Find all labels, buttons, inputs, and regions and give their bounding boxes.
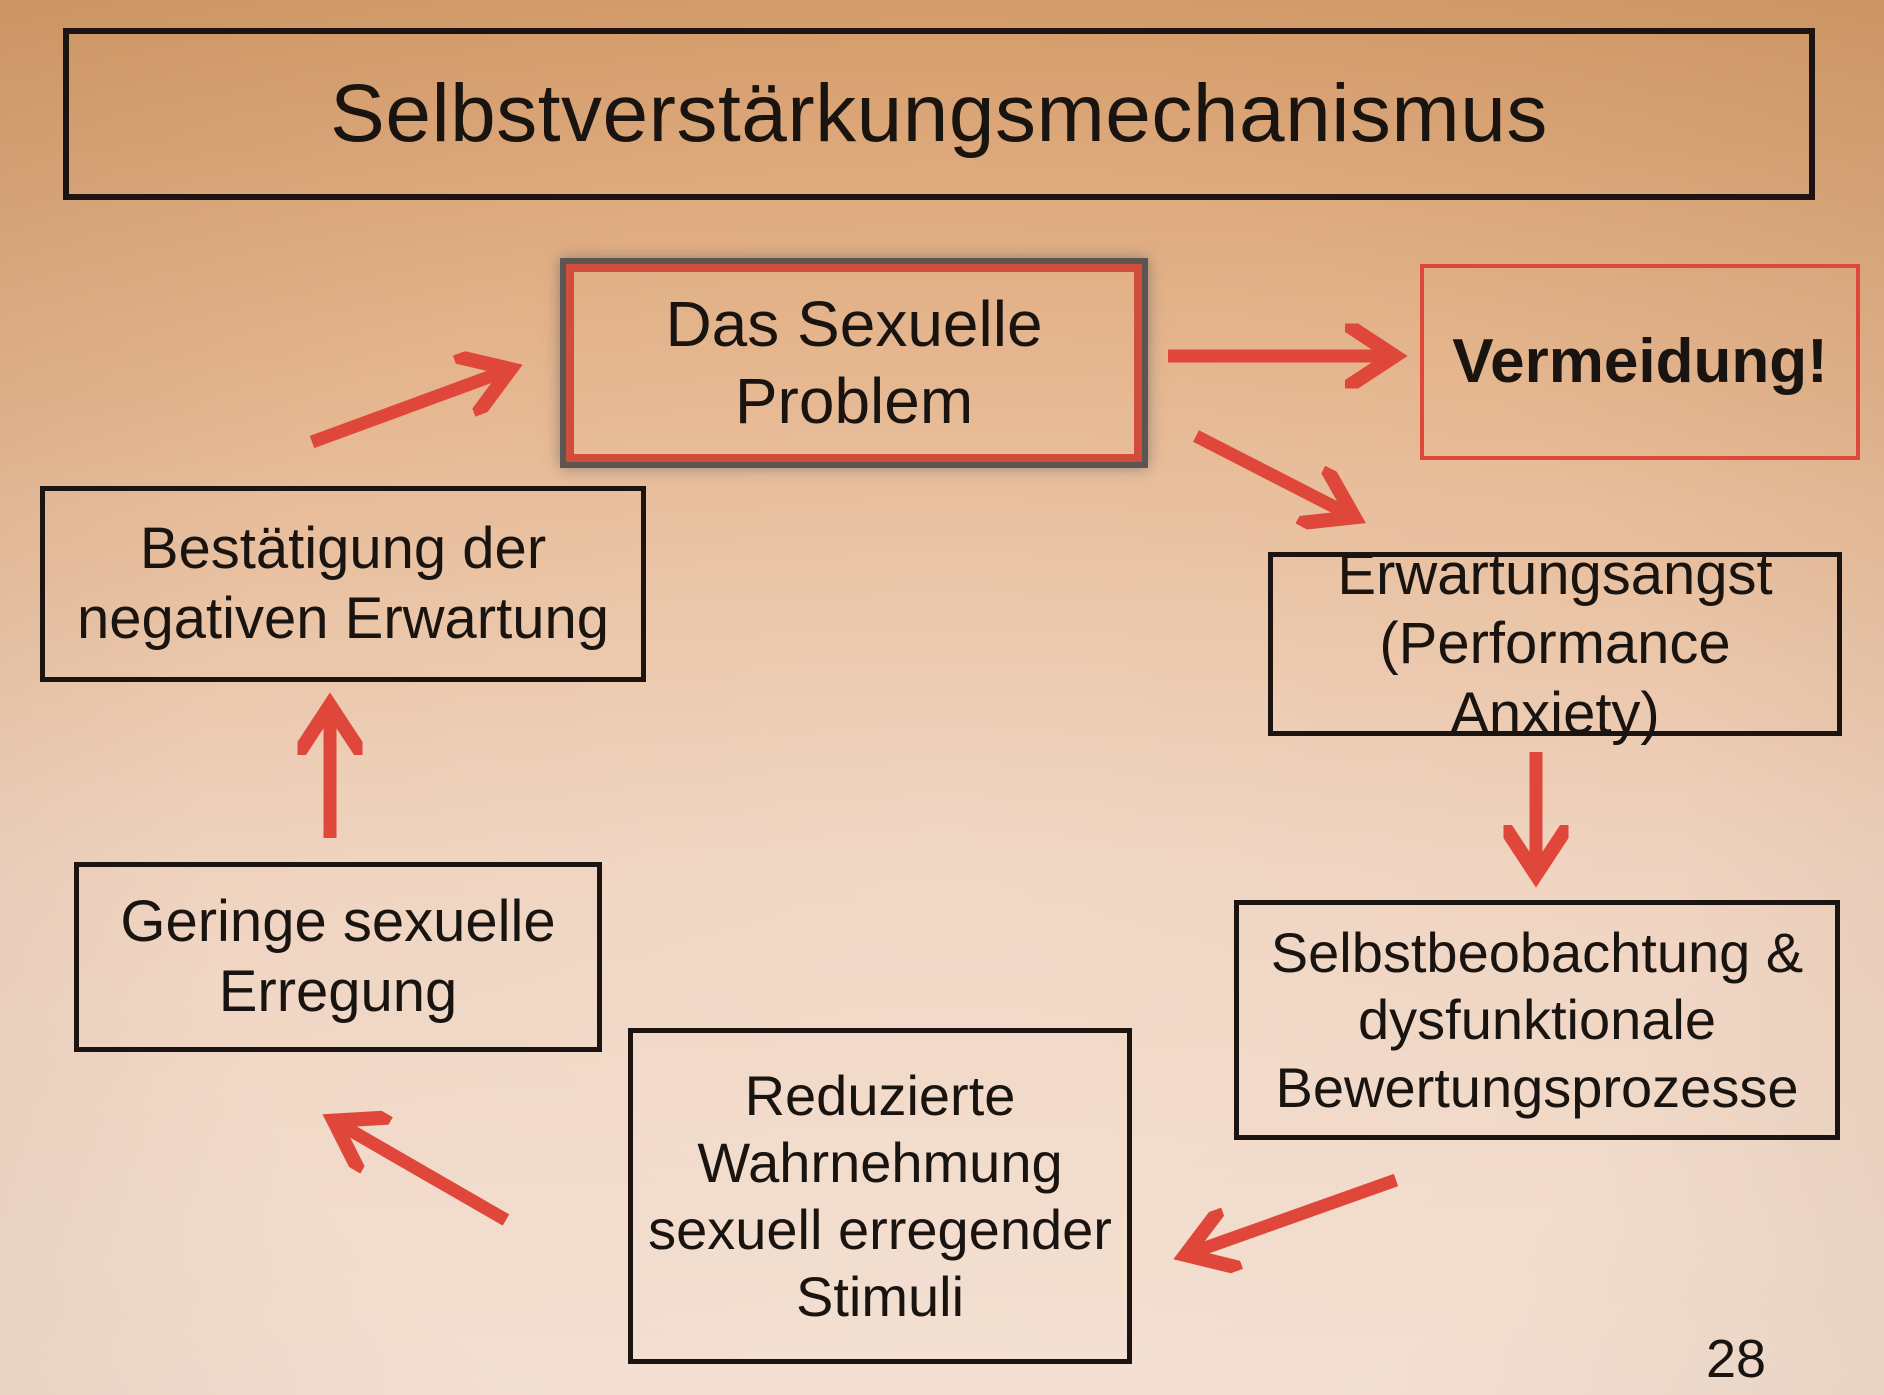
arrow-problem-to-anxiety	[1193, 430, 1352, 516]
node-confirmation: Bestätigung der negativen Erwartung	[40, 486, 646, 682]
node-avoidance: Vermeidung!	[1420, 264, 1860, 460]
arrow-confirmation-to-problem	[309, 370, 508, 449]
node-performance-anxiety-label: Erwartungsangst (Performance Anxiety)	[1337, 541, 1773, 746]
slide-title: Selbstverstärkungsmechanismus	[330, 67, 1548, 159]
slide-title-box: Selbstverstärkungsmechanismus	[63, 28, 1815, 200]
node-reduced-perception: Reduzierte Wahrnehmung sexuell erregende…	[628, 1028, 1132, 1364]
node-low-arousal: Geringe sexuelle Erregung	[74, 862, 602, 1052]
node-self-observation: Selbstbeobachtung & dysfunktionale Bewer…	[1234, 900, 1840, 1140]
node-reduced-perception-label: Reduzierte Wahrnehmung sexuell erregende…	[648, 1063, 1112, 1329]
node-self-observation-label: Selbstbeobachtung & dysfunktionale Bewer…	[1270, 921, 1804, 1119]
node-confirmation-label: Bestätigung der negativen Erwartung	[77, 516, 609, 651]
arrow-self-observation-to-reduced-perception	[1188, 1173, 1399, 1254]
node-sexual-problem: Das Sexuelle Problem	[560, 258, 1148, 468]
node-sexual-problem-label: Das Sexuelle Problem	[665, 288, 1043, 437]
node-performance-anxiety: Erwartungsangst (Performance Anxiety)	[1268, 542, 1842, 746]
arrow-reduced-perception-to-low-arousal	[336, 1122, 510, 1226]
node-low-arousal-label: Geringe sexuelle Erregung	[120, 889, 556, 1024]
node-avoidance-label: Vermeidung!	[1452, 326, 1828, 396]
page-number: 28	[1706, 1329, 1767, 1389]
